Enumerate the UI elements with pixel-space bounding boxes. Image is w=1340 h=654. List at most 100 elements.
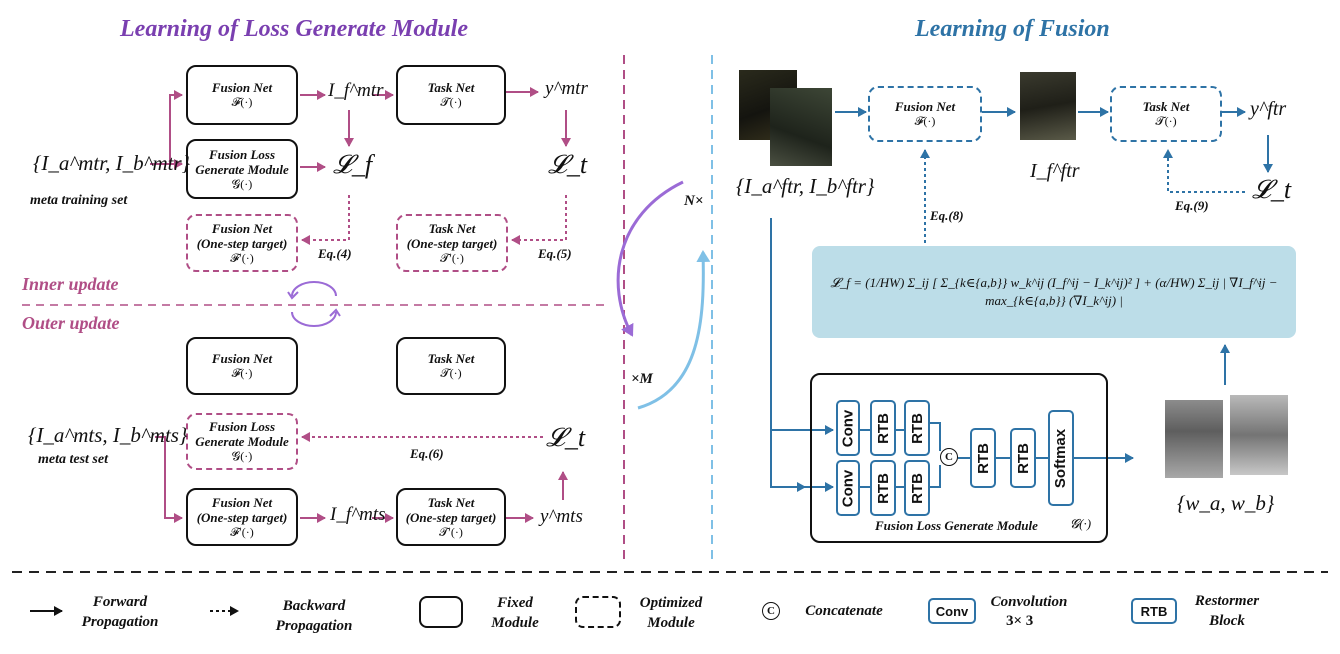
- fused-image: [1020, 72, 1076, 140]
- input-image-b: [770, 88, 832, 166]
- loss-generate-module-frame: [810, 373, 1108, 543]
- task-net-box-2: Task Net 𝓣(·): [396, 337, 506, 395]
- fusion-net-label-2: Fusion Net: [211, 351, 273, 366]
- edge-mts-to-fusion: [155, 436, 183, 523]
- arrow-n-times: [616, 180, 684, 337]
- weight-map-b: [1230, 395, 1288, 475]
- task-net-func-r: 𝓣(·): [1155, 114, 1177, 128]
- rtb-block-6: RTB: [1010, 428, 1036, 488]
- task-net-label-2: Task Net: [427, 351, 475, 366]
- y-ftr: y^ftr: [1250, 98, 1287, 120]
- eq4-label: Eq.(4): [318, 246, 352, 261]
- concat-symbol: C: [940, 448, 958, 466]
- fusion-net-onestep-target-2: (One-step target): [196, 509, 288, 525]
- loss-module-box: Fusion Loss Generate Module 𝓖(·): [186, 139, 298, 199]
- fusion-net-func: 𝓕(·): [231, 95, 253, 109]
- fusion-net-label: Fusion Net: [211, 80, 273, 95]
- legend-concat-symbol: C: [762, 602, 780, 620]
- edge-input-down: [770, 218, 806, 492]
- task-net-onestep-box: Task Net (One-step target) 𝓣′(·): [396, 214, 508, 272]
- loss-module-func-2: 𝓖(·): [231, 449, 253, 463]
- legend-backward-label: Backward Propagation: [275, 598, 353, 634]
- eq5-label: Eq.(5): [538, 246, 572, 261]
- if-mtr: I_f^mtr: [328, 80, 384, 101]
- loss-formula-panel: 𝓛_f = (1/HW) Σ_ij [ Σ_{k∈{a,b}} w_k^ij (…: [812, 246, 1296, 338]
- legend-concat-label: Concatenate: [805, 603, 883, 619]
- rtb-block-5: RTB: [970, 428, 996, 488]
- edge-eq9-backward: [1163, 149, 1245, 193]
- edge-eq5-backward: [511, 195, 567, 245]
- arrow-m-times: [637, 250, 711, 410]
- task-net-box: Task Net 𝓣(·): [396, 65, 506, 125]
- task-net-box-r: Task Net 𝓣(·): [1110, 86, 1222, 142]
- fusion-net-onestep-box: Fusion Net (One-step target) 𝓕′(·): [186, 214, 298, 272]
- conv-block-2: Conv: [836, 460, 860, 516]
- task-net-onestep-func-2: 𝓣′(·): [439, 524, 463, 539]
- y-mtr: y^mtr: [545, 78, 588, 99]
- loss-module-func: 𝓖(·): [231, 176, 253, 191]
- edge-eq4-backward: [301, 195, 350, 245]
- m-times-label: ×M: [631, 371, 653, 387]
- task-net-onestep-label-2: Task Net: [427, 494, 475, 510]
- rtb-block-1: RTB: [870, 400, 896, 456]
- weight-map-a: [1165, 400, 1223, 478]
- legend-conv-symbol: Conv: [928, 598, 976, 624]
- fusion-net-onestep-func: 𝓕′(·): [230, 250, 254, 265]
- legend-forward-label: Forward Propagation: [81, 594, 159, 630]
- rtb-block-3: RTB: [904, 400, 930, 456]
- eq6-label: Eq.(6): [410, 446, 444, 461]
- left-title: Learning of Loss Generate Module: [120, 16, 468, 42]
- task-net-func-2: 𝓣(·): [440, 366, 462, 380]
- outer-update-label: Outer update: [22, 313, 120, 333]
- right-input: {I_a^ftr, I_b^ftr}: [736, 174, 875, 198]
- loss-module-label-1: Fusion Loss: [208, 146, 276, 162]
- fusion-net-func-r: 𝓕(·): [914, 114, 936, 128]
- loss-formula: 𝓛_f = (1/HW) Σ_ij [ Σ_{k∈{a,b}} w_k^ij (…: [830, 275, 1278, 308]
- weights-label: {w_a, w_b}: [1177, 491, 1275, 515]
- loss-t-r: 𝓛_t: [1252, 175, 1292, 204]
- fusion-net-box-2: Fusion Net 𝓕(·): [186, 337, 298, 395]
- meta-train-input: {I_a^mtr, I_b^mtr}: [33, 151, 191, 175]
- eq8-label: Eq.(8): [930, 208, 964, 223]
- eq9-label: Eq.(9): [1175, 198, 1209, 213]
- task-net-label: Task Net: [427, 80, 475, 95]
- legend-rtb-symbol: RTB: [1131, 598, 1177, 624]
- meta-test-input: {I_a^mts, I_b^mts}: [28, 423, 188, 447]
- task-net-label-r: Task Net: [1142, 99, 1190, 114]
- legend-fixed-symbol: [419, 596, 463, 628]
- fusion-net-box-r: Fusion Net 𝓕(·): [868, 86, 982, 142]
- loss-module-label-1b: Fusion Loss: [208, 419, 276, 434]
- fusion-net-onestep-target: (One-step target): [196, 235, 288, 251]
- loss-module-label-2b: Generate Module: [195, 434, 289, 449]
- if-mts: I_f^mts: [330, 504, 386, 525]
- legend-fixed-label: Fixed Module: [491, 595, 539, 631]
- legend-conv-label: Convolution: [990, 594, 1068, 610]
- softmax-block: Softmax: [1048, 410, 1074, 506]
- loss-t-2: 𝓛_t: [546, 423, 586, 452]
- fusion-net-onestep-label: Fusion Net: [211, 220, 273, 236]
- meta-train-label: meta training set: [30, 193, 128, 208]
- right-title: Learning of Fusion: [915, 16, 1110, 42]
- legend-rtb-label: Restormer Block: [1194, 593, 1260, 629]
- legend-optimized-symbol: [575, 596, 621, 628]
- conv-block-1: Conv: [836, 400, 860, 456]
- y-mts: y^mts: [540, 506, 583, 527]
- task-net-onestep-box-2: Task Net (One-step target) 𝓣′(·): [396, 488, 506, 546]
- module-func-label: 𝓖(·): [1070, 516, 1092, 531]
- task-net-func: 𝓣(·): [440, 95, 462, 109]
- rtb-block-4: RTB: [904, 460, 930, 516]
- fusion-net-onestep-label-2: Fusion Net: [211, 494, 273, 510]
- if-ftr: I_f^ftr: [1030, 160, 1080, 182]
- task-net-onestep-func: 𝓣′(·): [440, 250, 464, 265]
- cycle-icon: [287, 281, 341, 327]
- legend-optimized-label: Optimized Module: [639, 595, 703, 631]
- fusion-net-box: Fusion Net 𝓕(·): [186, 65, 298, 125]
- loss-module-label-2: Generate Module: [195, 161, 289, 177]
- loss-f: 𝓛_f: [333, 150, 373, 179]
- edge-input-to-fusionnet: [150, 90, 183, 165]
- module-name-label: Fusion Loss Generate Module: [875, 518, 1038, 533]
- loss-module-box-2: Fusion Loss Generate Module 𝓖(·): [186, 413, 298, 470]
- task-net-onestep-label: Task Net: [428, 220, 476, 236]
- meta-test-label: meta test set: [38, 452, 108, 467]
